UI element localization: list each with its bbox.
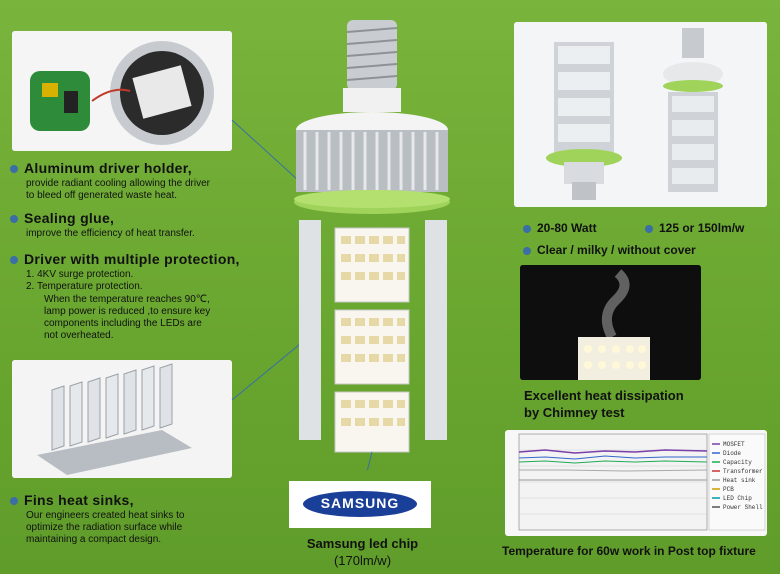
samsung-caption-1: Samsung led chip: [306, 536, 419, 551]
protection-detail-4: not overheated.: [44, 330, 114, 341]
driver-holder-desc-1: provide radiant cooling allowing the dri…: [26, 178, 210, 189]
driver-protection-title-text: Driver with multiple protection,: [24, 251, 240, 267]
protection-detail-2: lamp power is reduced ,to ensure key: [44, 306, 211, 317]
spec-wattage: 20-80 Watt: [523, 221, 597, 235]
legend-mosfet: MOSFET: [723, 441, 745, 448]
driver-photo-panel: [12, 31, 232, 151]
samsung-logo: [303, 491, 417, 517]
legend-diode: Diode: [723, 450, 741, 457]
bullet-icon: [10, 165, 18, 174]
legend-heat-sink: Heat sink: [723, 477, 756, 484]
chimney-test-photo: [520, 265, 701, 380]
bullet-icon: [10, 215, 18, 224]
fins-title-text: Fins heat sinks,: [24, 492, 134, 508]
legend-capacity: Capacity: [723, 459, 752, 466]
bullet-icon: [523, 224, 531, 233]
legend-transformer: Transformer: [723, 468, 763, 475]
driver-holder-title: Aluminum driver holder,: [10, 160, 192, 176]
bullet-icon: [10, 497, 18, 506]
protection-detail-3: components including the LEDs are: [44, 318, 202, 329]
legend-power-shell: Power Shell: [723, 504, 763, 511]
bullet-icon: [645, 224, 653, 233]
corn-lamp-image: [294, 20, 450, 470]
screw-base: [343, 20, 401, 112]
temperature-caption: Temperature for 60w work in Post top fix…: [502, 544, 756, 558]
driver-holder-title-text: Aluminum driver holder,: [24, 160, 192, 176]
driver-photo: [12, 31, 232, 151]
fins-desc-2: optimize the radiation surface while: [26, 522, 183, 533]
samsung-logo-box: SAMSUNG: [289, 481, 431, 528]
temperature-chart-panel: MOSFET Diode Capacity Transformer Heat s…: [505, 430, 767, 536]
spec-wattage-text: 20-80 Watt: [537, 221, 597, 235]
chimney-caption-2: by Chimney test: [524, 405, 625, 420]
lamp-variants-photo-panel: [514, 22, 767, 207]
heat-sink-photo: [12, 360, 232, 478]
legend-pcb: PCB: [723, 486, 734, 493]
samsung-caption-2: (170lm/w): [333, 553, 392, 568]
spec-cover: Clear / milky / without cover: [523, 243, 696, 257]
sealing-glue-title: Sealing glue,: [10, 210, 114, 226]
bullet-icon: [10, 256, 18, 265]
protection-detail-1: When the temperature reaches 90℃,: [44, 294, 210, 305]
driver-protection-title: Driver with multiple protection,: [10, 251, 240, 267]
chimney-test-photo-panel: [520, 265, 701, 380]
fins-desc-3: maintaining a compact design.: [26, 534, 162, 545]
sealing-glue-title-text: Sealing glue,: [24, 210, 115, 226]
spec-efficacy-text: 125 or 150lm/w: [659, 221, 745, 235]
fins-desc-1: Our engineers created heat sinks to: [26, 510, 185, 521]
chimney-caption-1: Excellent heat dissipation: [524, 388, 684, 403]
spec-efficacy: 125 or 150lm/w: [645, 221, 744, 235]
samsung-logo-text: SAMSUNG: [320, 495, 400, 511]
temperature-chart: MOSFET Diode Capacity Transformer Heat s…: [518, 433, 766, 531]
driver-holder-desc-2: to bleed off generated waste heat.: [26, 190, 178, 201]
legend-led-chip: LED Chip: [723, 495, 752, 502]
bullet-icon: [523, 246, 531, 255]
protection-item-1: 1. 4KV surge protection.: [26, 269, 134, 280]
sealing-glue-desc: improve the efficiency of heat transfer.: [26, 228, 195, 239]
heat-sink-photo-panel: [12, 360, 232, 478]
protection-item-2: 2. Temperature protection.: [26, 281, 143, 292]
lamp-variants-photo: [514, 22, 767, 207]
fins-title: Fins heat sinks,: [10, 492, 134, 508]
spec-cover-text: Clear / milky / without cover: [537, 243, 696, 257]
